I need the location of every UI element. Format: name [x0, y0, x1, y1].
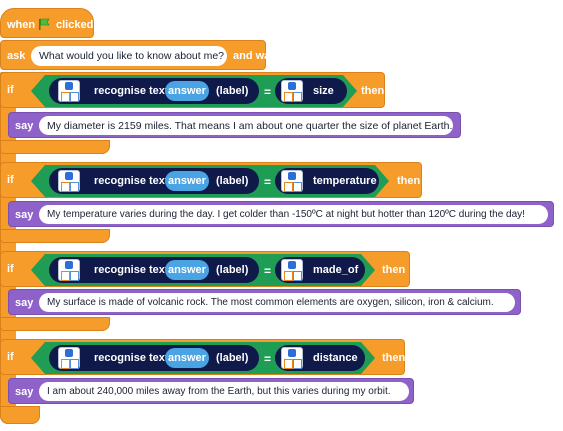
if-block-made-of[interactable]: if recognise text answer (label) = made_… — [0, 251, 410, 287]
if-block-end — [0, 140, 110, 154]
if-label: if — [7, 84, 14, 96]
equals-sign: = — [264, 352, 272, 366]
answer-reporter[interactable]: answer — [165, 260, 209, 280]
if-block-size[interactable]: if recognise text answer (label) = size … — [0, 72, 385, 108]
green-flag-icon — [39, 18, 50, 30]
ml-model-icon — [281, 170, 303, 192]
if-label: if — [7, 351, 14, 363]
then-label: then — [397, 175, 421, 187]
label-value: made_of — [313, 264, 359, 276]
say-block[interactable]: say My surface is made of volcanic rock.… — [8, 289, 521, 315]
say-block[interactable]: say My temperature varies during the day… — [8, 201, 554, 227]
say-block[interactable]: say My diameter is 2159 miles. That mean… — [8, 112, 461, 138]
answer-reporter[interactable]: answer — [165, 348, 209, 368]
say-label: say — [15, 386, 34, 398]
equals-sign: = — [264, 85, 272, 99]
if-label: if — [7, 263, 14, 275]
ml-model-icon — [281, 347, 303, 369]
label-suffix: (label) — [216, 175, 249, 187]
say-label: say — [15, 209, 34, 221]
label-value: size — [313, 85, 334, 97]
label-value: distance — [313, 352, 358, 364]
recognise-text-label: recognise text — [94, 352, 169, 364]
answer-reporter[interactable]: answer — [165, 81, 209, 101]
ml-model-icon — [58, 170, 80, 192]
recognise-text-label: recognise text — [94, 175, 169, 187]
say-message-input[interactable]: My diameter is 2159 miles. That means I … — [39, 116, 453, 135]
then-label: then — [382, 264, 406, 276]
say-label: say — [15, 120, 34, 132]
if-label: if — [7, 174, 14, 186]
recognise-text-block[interactable] — [49, 257, 259, 283]
recognise-text-block[interactable] — [49, 168, 259, 194]
clicked-label: clicked — [56, 19, 94, 31]
say-label: say — [15, 297, 34, 309]
if-block-temperature[interactable]: if recognise text answer (label) = tempe… — [0, 162, 422, 198]
ask-and-wait-block[interactable]: ask What would you like to know about me… — [0, 40, 277, 70]
if-block-end — [0, 406, 40, 424]
when-flag-clicked-block[interactable]: when clicked — [0, 8, 94, 38]
ask-question-input[interactable]: What would you like to know about me? — [31, 46, 227, 66]
recognise-text-block[interactable] — [49, 345, 259, 371]
say-message-input[interactable]: My surface is made of volcanic rock. The… — [39, 293, 515, 312]
then-label: then — [382, 352, 406, 364]
ml-model-icon — [281, 259, 303, 281]
ml-model-icon — [58, 347, 80, 369]
say-block[interactable]: say I am about 240,000 miles away from t… — [8, 378, 414, 404]
equals-sign: = — [264, 264, 272, 278]
label-suffix: (label) — [216, 85, 249, 97]
if-block-end — [0, 229, 110, 243]
say-message-input[interactable]: I am about 240,000 miles away from the E… — [39, 382, 409, 401]
recognise-text-label: recognise text — [94, 264, 169, 276]
ml-model-icon — [281, 80, 303, 102]
label-suffix: (label) — [216, 352, 249, 364]
and-wait-label: and wait — [233, 50, 278, 62]
then-label: then — [361, 85, 385, 97]
if-block-end — [0, 317, 110, 331]
ml-model-icon — [58, 259, 80, 281]
label-suffix: (label) — [216, 264, 249, 276]
equals-sign: = — [264, 175, 272, 189]
ask-label: ask — [7, 50, 26, 62]
label-value: temperature — [313, 175, 377, 187]
recognise-text-label: recognise text — [94, 85, 169, 97]
when-label: when — [7, 19, 36, 31]
ml-model-icon — [58, 80, 80, 102]
if-block-distance[interactable]: if recognise text answer (label) = dista… — [0, 339, 405, 375]
recognise-text-block[interactable] — [49, 78, 259, 104]
answer-reporter[interactable]: answer — [165, 171, 209, 191]
say-message-input[interactable]: My temperature varies during the day. I … — [39, 205, 548, 224]
